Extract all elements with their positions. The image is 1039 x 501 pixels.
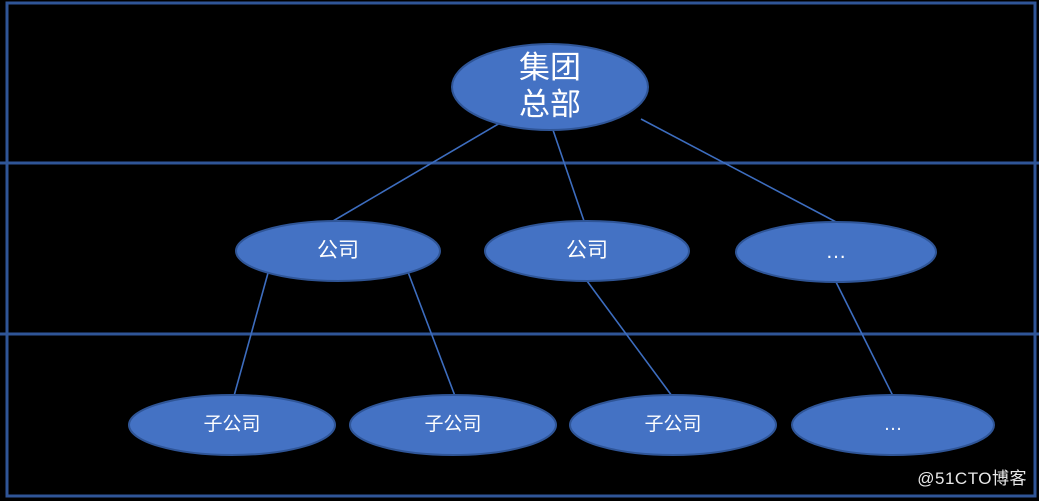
connector-company-more-to-sub-more — [835, 281, 894, 397]
connector-lines — [233, 118, 894, 397]
node-company-ellipsis-shape[interactable] — [735, 221, 937, 283]
connector-company-1-to-sub-1 — [233, 272, 269, 397]
node-subsidiary-ellipsis-shape[interactable] — [791, 394, 995, 456]
node-group-headquarters-shape[interactable] — [451, 43, 649, 131]
node-subsidiary-2-shape[interactable] — [349, 394, 557, 456]
node-company-1-shape[interactable] — [235, 220, 441, 282]
connector-company-1-to-sub-2 — [407, 271, 456, 397]
connector-company-2-to-sub-3 — [586, 280, 673, 397]
node-company-2-shape[interactable] — [484, 220, 690, 282]
connector-hq-to-company-more — [640, 118, 839, 224]
node-subsidiary-3-shape[interactable] — [569, 394, 777, 456]
node-subsidiary-1-shape[interactable] — [128, 394, 336, 456]
frame-outline — [5, 1, 1037, 498]
connector-hq-to-company-1 — [332, 122, 501, 222]
watermark: @51CTO博客 — [917, 469, 1027, 488]
connector-hq-to-company-2 — [552, 129, 585, 222]
node-shapes — [128, 43, 995, 456]
